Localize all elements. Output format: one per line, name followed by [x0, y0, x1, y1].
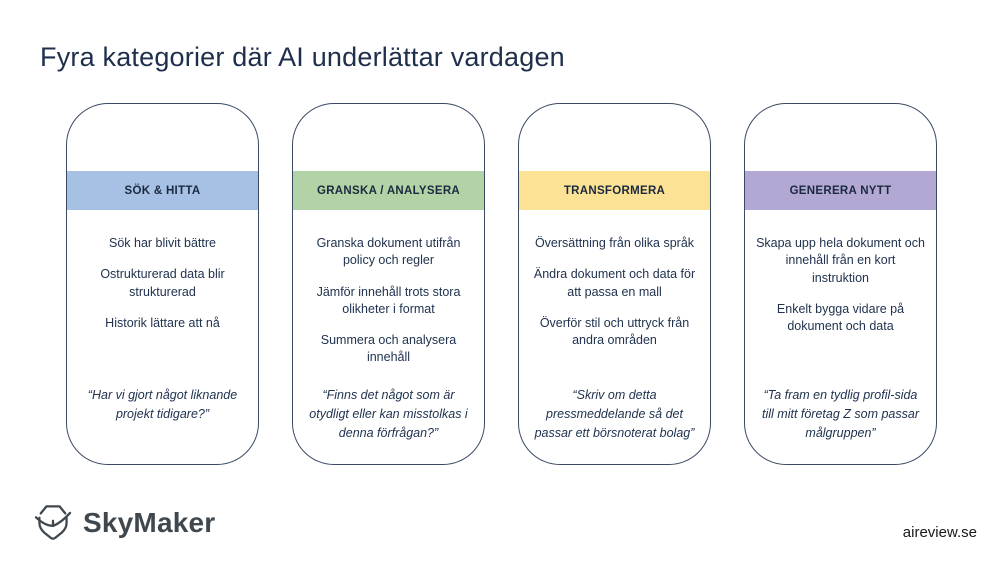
card-point: Ändra dokument och data för att passa en… [533, 267, 696, 299]
card-point: Överför stil och uttryck från andra områ… [539, 315, 690, 347]
card-point: Sök har blivit bättre [109, 236, 216, 250]
card-point: Jämför innehåll trots stora olikheter i … [316, 284, 461, 316]
card-header-label: TRANSFORMERA [563, 184, 666, 197]
card-header-band: GENERERA NYTT [745, 171, 936, 210]
card-transformera: TRANSFORMERA Översättning från olika spr… [518, 103, 711, 465]
card-header-band: SÖK & HITTA [67, 171, 258, 210]
card-granska-analysera: GRANSKA / ANALYSERA Granska dokument uti… [292, 103, 485, 465]
card-quote: “Finns det något som är otydligt eller k… [309, 388, 468, 440]
card-point: Granska dokument utifrån policy och regl… [316, 236, 461, 268]
page-title: Fyra kategorier där AI underlättar varda… [40, 42, 565, 72]
card-points: Översättning från olika språk Ändra doku… [530, 235, 699, 349]
card-sok-hitta: SÖK & HITTA Sök har blivit bättre Ostruk… [66, 103, 259, 465]
category-cards: SÖK & HITTA Sök har blivit bättre Ostruk… [66, 103, 937, 465]
card-point: Summera och analysera innehåll [320, 333, 457, 365]
website-label: aireview.se [902, 524, 977, 541]
card-point: Ostrukturerad data blir strukturerad [100, 267, 225, 299]
card-quote: “Skriv om detta pressmeddelande så det p… [534, 388, 695, 440]
card-points: Sök har blivit bättre Ostrukturerad data… [78, 235, 247, 332]
card-point: Översättning från olika språk [534, 236, 695, 250]
card-quote: “Har vi gjort något liknande projekt tid… [87, 388, 238, 421]
brand-logo: SkyMaker [32, 501, 215, 545]
card-generera-nytt: GENERERA NYTT Skapa upp hela dokument oc… [744, 103, 937, 465]
card-point: Enkelt bygga vidare på dokument och data [776, 301, 905, 333]
card-quote: “Ta fram en tydlig profil-sida till mitt… [762, 388, 919, 440]
skymaker-box-icon [32, 501, 74, 545]
card-points: Skapa upp hela dokument och innehåll frå… [756, 235, 925, 335]
card-header-label: GENERERA NYTT [789, 184, 892, 197]
card-points: Granska dokument utifrån policy och regl… [304, 235, 473, 367]
card-header-label: GRANSKA / ANALYSERA [316, 184, 461, 197]
card-point: Skapa upp hela dokument och innehåll frå… [756, 236, 925, 285]
card-point: Historik lättare att nå [105, 315, 220, 330]
card-header-band: GRANSKA / ANALYSERA [293, 171, 484, 210]
card-header-label: SÖK & HITTA [124, 184, 201, 197]
brand-name: SkyMaker [83, 507, 216, 538]
card-header-band: TRANSFORMERA [519, 171, 710, 210]
